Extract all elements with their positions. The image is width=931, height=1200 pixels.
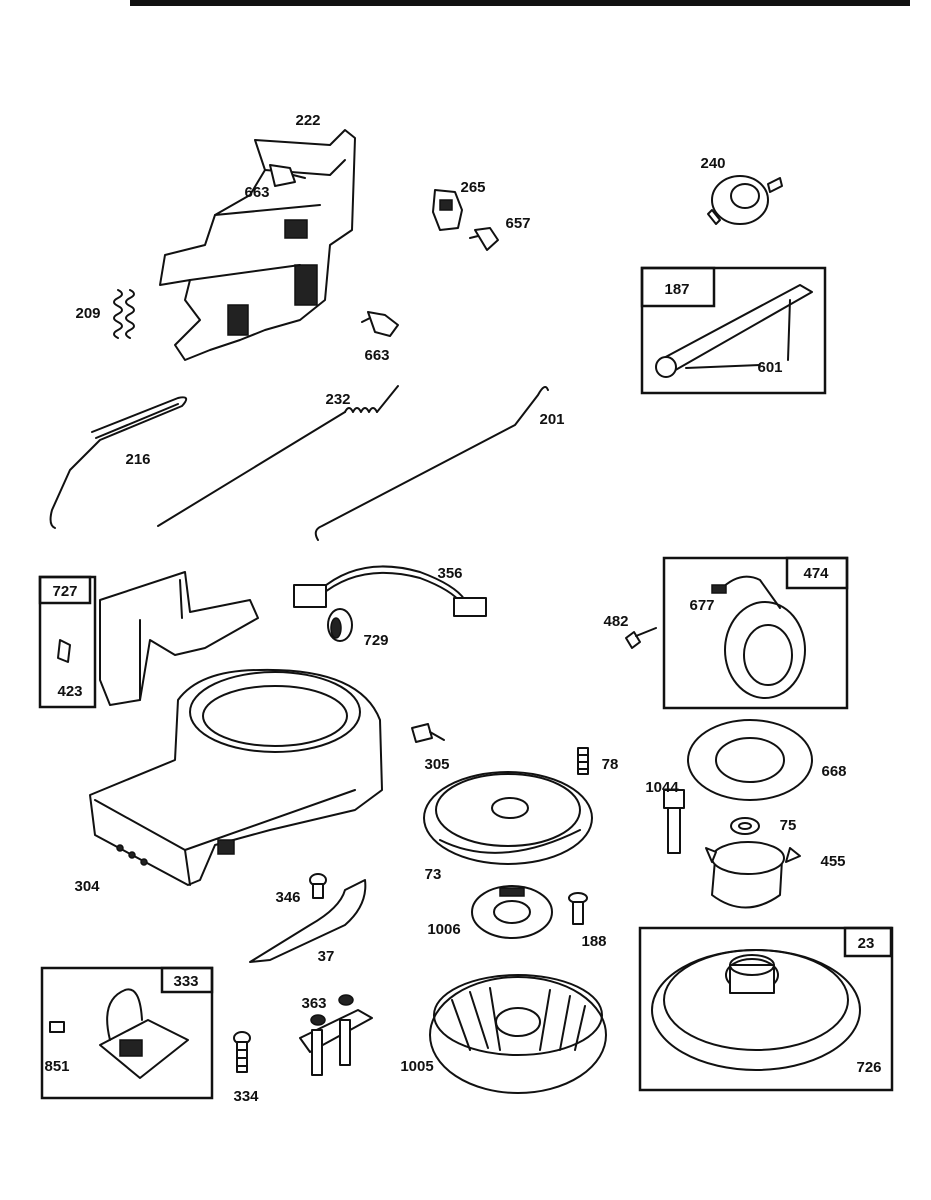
link-216-drawing (49, 396, 188, 529)
link-201-drawing (314, 385, 549, 541)
clip-265-drawing (432, 189, 463, 231)
label-78: 78 (602, 756, 619, 773)
label-726: 726 (856, 1059, 881, 1076)
flywheel-73-drawing (423, 771, 593, 865)
bracket-363-drawing (299, 994, 373, 1076)
box-727 (38, 575, 97, 709)
label-188: 188 (581, 933, 606, 950)
label-356: 356 (437, 565, 462, 582)
label-209: 209 (75, 305, 100, 322)
label-727: 727 (52, 583, 77, 600)
fan-1005-drawing (429, 974, 607, 1094)
baffle-37-drawing (249, 879, 367, 963)
spring-link-232-drawing (157, 385, 399, 527)
box-474 (662, 556, 849, 710)
spring-209-drawing (113, 289, 135, 339)
label-232: 232 (325, 391, 350, 408)
label-455: 455 (820, 853, 845, 870)
label-482: 482 (603, 613, 628, 630)
screw-482-drawing (625, 627, 657, 649)
screw-663-top-drawing (269, 164, 306, 187)
label-187: 187 (664, 281, 689, 298)
label-1006: 1006 (427, 921, 460, 938)
air-guide-727-drawing (99, 571, 259, 706)
screw-334-drawing (233, 1031, 251, 1073)
grommet-729-drawing (327, 608, 353, 642)
screw-188-drawing (568, 892, 588, 925)
label-657: 657 (505, 215, 530, 232)
label-305: 305 (424, 756, 449, 773)
label-346: 346 (275, 889, 300, 906)
label-240: 240 (700, 155, 725, 172)
box-23 (638, 926, 894, 1092)
label-334: 334 (233, 1088, 259, 1105)
screw-78-drawing (577, 747, 589, 775)
label-663-top: 663 (244, 184, 269, 201)
label-304: 304 (74, 878, 100, 895)
label-73: 73 (425, 866, 442, 883)
box-333 (40, 966, 214, 1100)
label-663-bottom: 663 (364, 347, 389, 364)
label-1005: 1005 (400, 1058, 433, 1075)
label-265: 265 (460, 179, 485, 196)
plate-668-drawing (687, 719, 813, 801)
label-474: 474 (803, 565, 829, 582)
primer-240-drawing (707, 175, 783, 225)
box-187 (640, 266, 827, 395)
cup-455-drawing (705, 841, 801, 909)
wire-356-drawing (293, 565, 487, 617)
ratchet-1006-drawing (471, 885, 553, 939)
control-bracket-drawing (159, 129, 356, 361)
washer-75-drawing (730, 817, 760, 835)
label-1044: 1044 (645, 779, 679, 796)
label-729: 729 (363, 632, 388, 649)
label-222: 222 (295, 112, 320, 129)
label-37: 37 (318, 948, 335, 965)
screw-1044-drawing (663, 789, 685, 854)
label-333: 333 (173, 973, 198, 990)
blower-housing-304-drawing (89, 668, 383, 886)
screw-346-drawing (309, 873, 327, 899)
label-23: 23 (858, 935, 875, 952)
part-labels: 222 663 209 265 657 663 240 187 601 232 … (44, 112, 881, 1105)
label-75: 75 (780, 817, 797, 834)
label-851: 851 (44, 1058, 69, 1075)
label-216: 216 (125, 451, 150, 468)
screw-305-drawing (411, 723, 445, 743)
label-668: 668 (821, 763, 846, 780)
label-363: 363 (301, 995, 326, 1012)
header-crop-strip (130, 0, 910, 6)
label-677: 677 (689, 597, 714, 614)
screw-663-bottom-drawing (361, 311, 399, 337)
label-201: 201 (539, 411, 564, 428)
label-423: 423 (57, 683, 82, 700)
label-601: 601 (757, 359, 782, 376)
screw-657-drawing (469, 227, 499, 251)
